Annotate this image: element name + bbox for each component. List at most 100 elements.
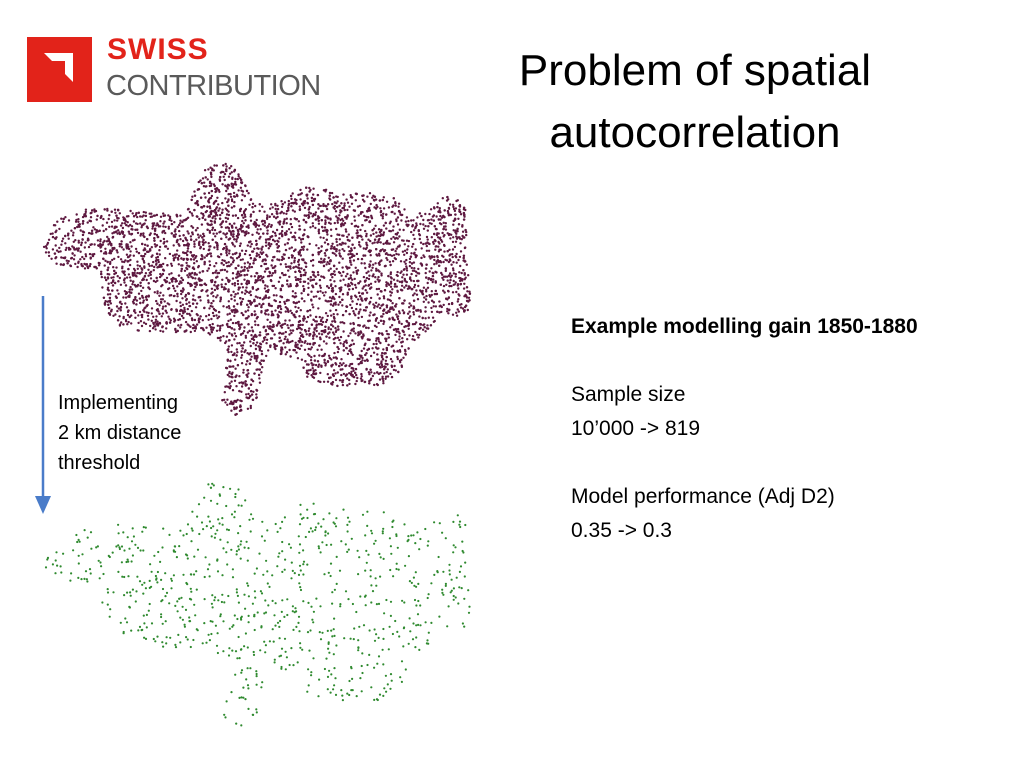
- sample-point: [136, 215, 139, 219]
- sample-point: [263, 270, 267, 273]
- sample-point: [426, 238, 429, 241]
- sample-point: [161, 272, 165, 276]
- sample-point: [99, 240, 102, 243]
- sample-point: [181, 297, 184, 300]
- sample-point: [140, 267, 143, 270]
- sample-point: [161, 307, 164, 310]
- sample-point: [373, 238, 377, 241]
- sample-point: [430, 310, 434, 314]
- sample-point: [213, 281, 217, 284]
- sample-point: [398, 228, 401, 231]
- sample-point: [275, 212, 279, 215]
- sample-point: [302, 248, 305, 251]
- sample-point: [445, 297, 448, 300]
- sample-point: [244, 184, 247, 187]
- sample-point: [297, 323, 300, 327]
- sample-point: [346, 235, 349, 239]
- sample-point: [365, 368, 368, 371]
- sample-point: [307, 208, 310, 211]
- sample-point: [411, 323, 415, 326]
- sample-point: [360, 262, 363, 265]
- sample-point: [351, 353, 354, 357]
- sample-point: [350, 196, 354, 199]
- sample-point: [222, 305, 225, 308]
- sample-point: [117, 255, 120, 259]
- sample-point: [433, 292, 437, 296]
- sample-point: [326, 360, 330, 364]
- sample-point: [241, 297, 245, 301]
- sample-point: [376, 293, 379, 296]
- sample-point: [258, 296, 262, 300]
- sample-point: [322, 275, 325, 279]
- sample-point: [151, 222, 154, 225]
- sample-point: [254, 281, 257, 284]
- sample-point: [201, 216, 204, 220]
- sample-point: [369, 249, 372, 252]
- sample-point: [129, 241, 132, 244]
- sample-point: [133, 238, 136, 242]
- sample-point: [234, 182, 237, 186]
- sample-point: [236, 398, 239, 402]
- sample-point: [123, 281, 126, 284]
- sample-point: [180, 289, 183, 293]
- sample-point: [212, 326, 215, 329]
- sample-point: [312, 295, 316, 298]
- sample-point: [419, 309, 422, 312]
- sample-point: [341, 304, 344, 307]
- sample-point: [245, 225, 248, 228]
- sample-point: [290, 246, 293, 249]
- sample-point: [438, 222, 442, 225]
- sample-point: [240, 249, 244, 252]
- sample-point: [162, 214, 165, 218]
- sample-point: [432, 272, 435, 275]
- sample-point: [123, 260, 126, 264]
- sample-point: [291, 192, 294, 195]
- sample-point: [163, 278, 166, 282]
- sample-point: [221, 324, 224, 327]
- sample-point: [328, 259, 332, 263]
- sample-point: [293, 256, 296, 260]
- sample-point: [427, 327, 430, 330]
- sample-point: [124, 296, 128, 299]
- sample-point: [215, 269, 218, 272]
- sample-point: [84, 241, 87, 244]
- sample-point: [360, 372, 363, 376]
- sample-point: [116, 251, 119, 254]
- sample-point: [441, 276, 444, 280]
- sample-point: [186, 253, 189, 257]
- sample-point: [81, 255, 84, 259]
- sample-point: [156, 255, 160, 259]
- sample-point: [333, 204, 337, 208]
- sample-point: [299, 323, 302, 327]
- sample-point: [240, 291, 244, 294]
- sample-point: [247, 192, 250, 195]
- sample-point: [375, 325, 378, 329]
- sample-point: [408, 316, 411, 320]
- sample-point: [230, 400, 233, 403]
- sample-point: [246, 267, 249, 270]
- sample-point: [411, 225, 414, 228]
- sample-point: [248, 266, 251, 269]
- sample-point: [261, 223, 265, 226]
- sample-point: [155, 213, 159, 217]
- sample-point: [345, 230, 348, 233]
- sample-point: [283, 337, 286, 341]
- sample-point: [357, 282, 360, 285]
- sample-point: [428, 270, 431, 273]
- sample-point: [86, 266, 90, 270]
- sample-point: [72, 258, 76, 261]
- sample-point: [306, 375, 309, 378]
- sample-point: [321, 316, 324, 319]
- sample-point: [346, 208, 349, 212]
- sample-point: [208, 323, 212, 327]
- sample-point: [403, 286, 406, 289]
- sample-point: [393, 257, 396, 260]
- sample-point: [324, 320, 328, 324]
- sample-point: [336, 345, 339, 349]
- sample-point: [137, 251, 141, 255]
- sample-point: [462, 287, 466, 290]
- sample-point: [415, 289, 418, 292]
- sample-point: [233, 338, 236, 341]
- sample-point: [119, 306, 123, 309]
- sample-point: [174, 328, 177, 332]
